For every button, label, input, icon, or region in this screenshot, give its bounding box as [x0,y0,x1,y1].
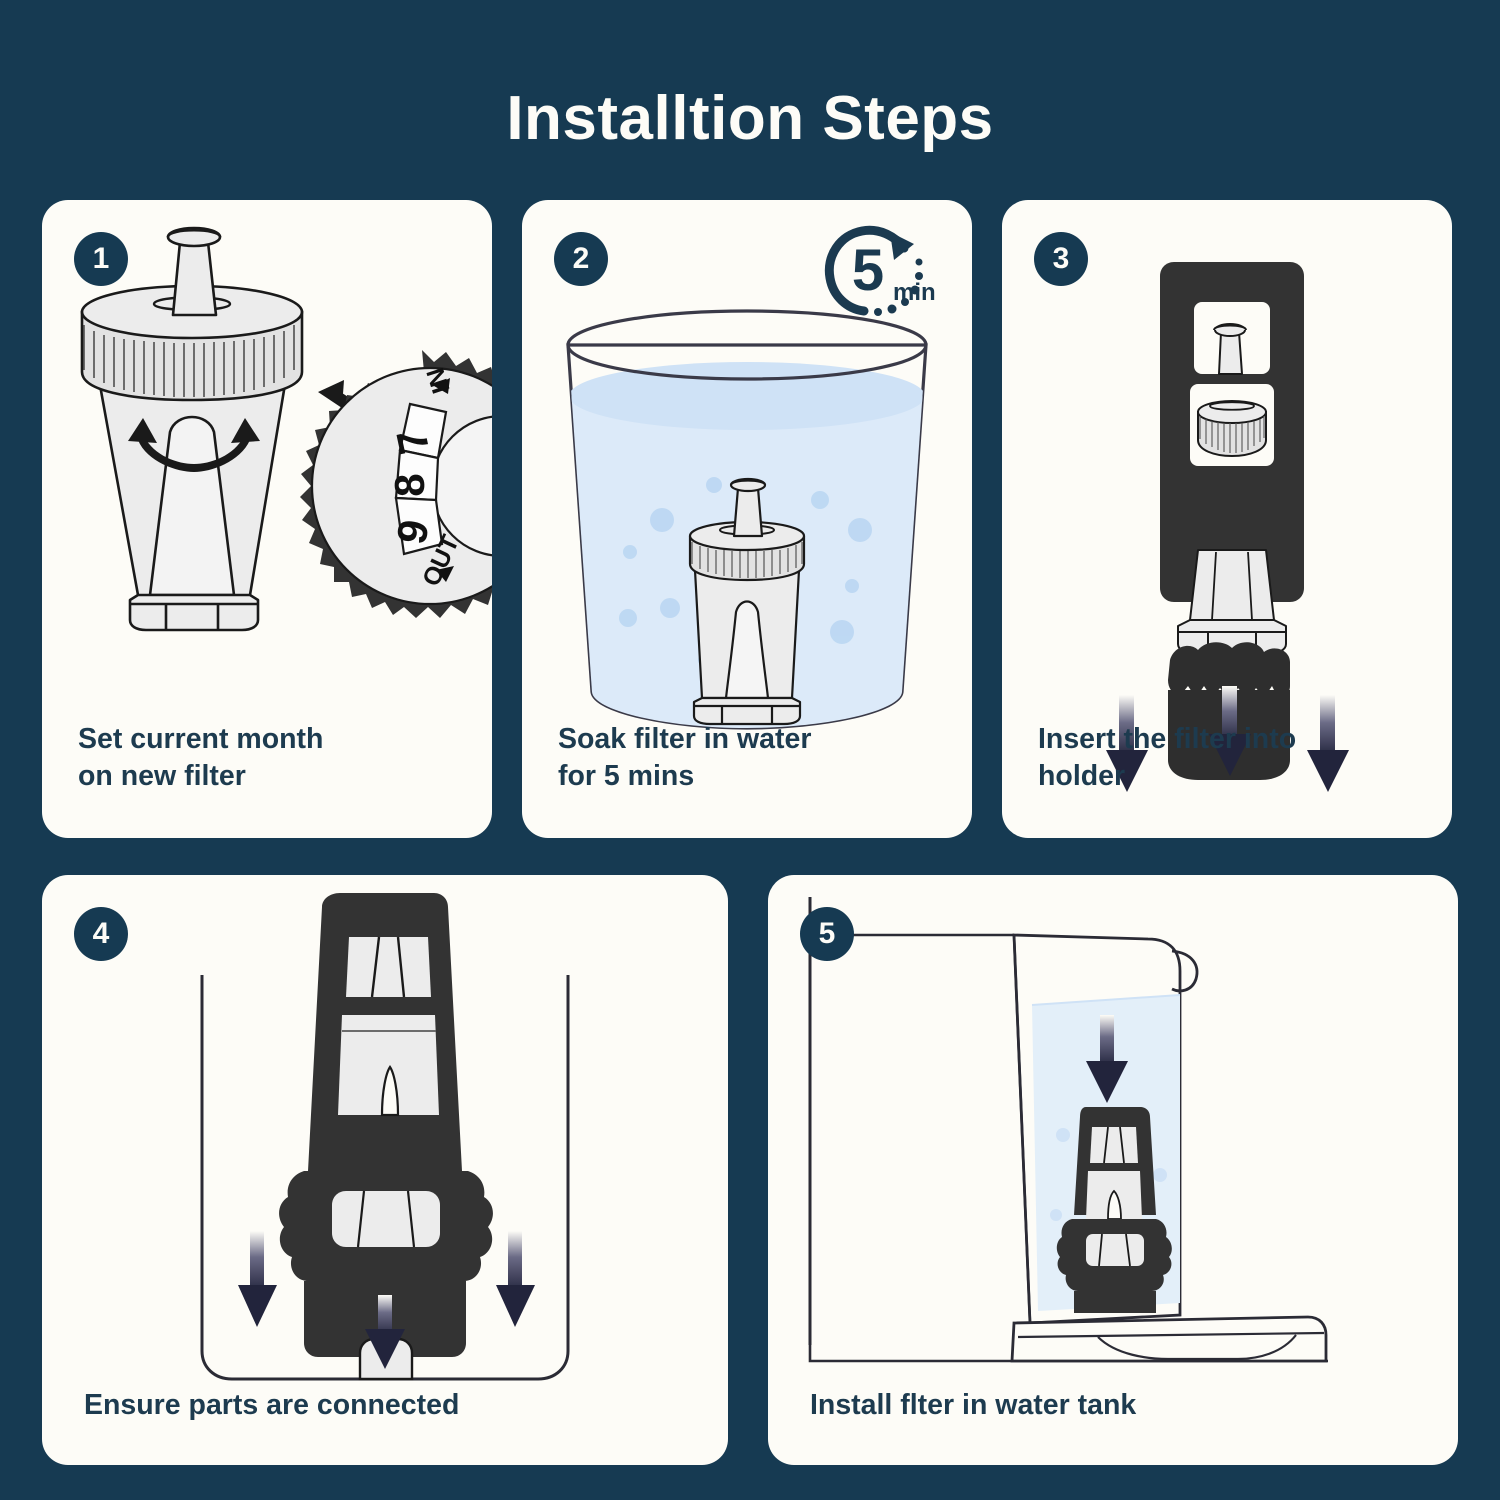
step-caption-1: Set current month on new filter [78,723,324,792]
timer-unit: min [893,279,936,306]
filter-assembly-in-tank [1056,1107,1172,1313]
tank-socket [1168,642,1290,700]
dial-month-8: 8 [386,473,434,498]
timer-badge: 5 min [820,224,946,324]
step-4-illustration [42,875,728,1465]
step-caption-5: Install flter in water tank [810,1388,1137,1421]
step-card-1: 7 8 9 IN OUT 1 Set current month on new … [42,200,492,838]
step-1-illustration: 7 8 9 IN OUT [42,200,492,838]
step-number-badge-1: 1 [74,232,128,286]
water-bubbles [619,477,872,666]
step-number-badge-2: 2 [554,232,608,286]
direction-arrows [1106,686,1349,792]
step-number-badge-5: 5 [800,907,854,961]
timer-value: 5 [852,238,884,303]
step-caption-3: Insert the filter into holder [1038,723,1297,792]
step-number-badge-3: 3 [1034,232,1088,286]
step-2-illustration [522,200,972,838]
step-card-5: 5 Install flter in water tank [768,875,1458,1465]
step-number-badge-4: 4 [74,907,128,961]
circular-arrow-timer-icon [824,225,923,316]
step-caption-2: Soak filter in water for 5 mins [558,723,812,792]
direction-arrow [1086,1015,1128,1103]
direction-arrows [238,1231,535,1369]
step-card-3: 3 Insert the filter into holder [1002,200,1452,838]
step-5-illustration [768,875,1458,1465]
page-title: Installtion Steps [506,84,994,153]
step-3-illustration [1002,200,1452,838]
step-card-4: 4 Ensure parts are connected [42,875,728,1465]
step-card-2: 5 min 2 Soak filter in water for 5 mins [522,200,972,838]
step-caption-4: Ensure parts are connected [84,1388,460,1421]
